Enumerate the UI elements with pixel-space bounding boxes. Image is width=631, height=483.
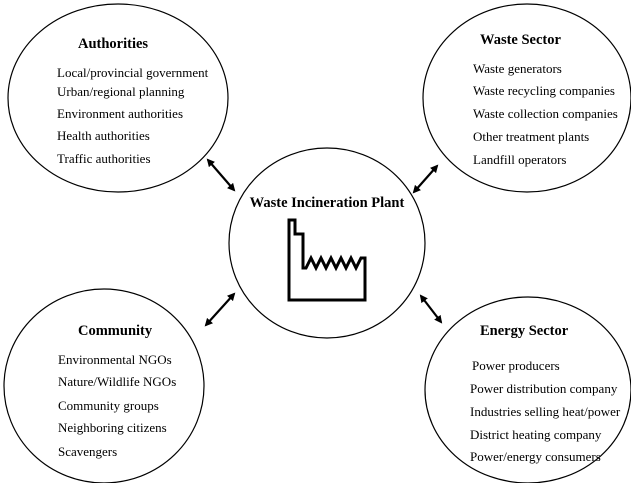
community-title: Community — [78, 323, 153, 339]
arrow-waste-center — [412, 164, 439, 194]
energy-sector-node: Energy Sector Power producers Power dist… — [424, 296, 631, 483]
energy-sector-item: Power producers — [472, 358, 560, 373]
community-item: Environmental NGOs — [58, 352, 172, 367]
authorities-node: Authorities Local/provincial government … — [7, 3, 229, 193]
waste-sector-item: Waste generators — [473, 61, 562, 76]
energy-sector-title: Energy Sector — [480, 323, 569, 339]
community-item: Nature/Wildlife NGOs — [58, 374, 176, 389]
authorities-item: Environment authorities — [57, 106, 183, 121]
center-node: Waste Incineration Plant — [228, 147, 426, 339]
waste-sector-node: Waste Sector Waste generators Waste recy… — [422, 3, 631, 193]
energy-sector-item: Industries selling heat/power — [470, 404, 621, 419]
waste-sector-oval — [422, 3, 631, 193]
center-oval — [228, 147, 426, 339]
authorities-item: Urban/regional planning — [57, 84, 185, 99]
community-item: Scavengers — [58, 444, 117, 459]
community-item: Community groups — [58, 398, 159, 413]
community-item: Neighboring citizens — [58, 420, 167, 435]
energy-sector-item: District heating company — [470, 427, 602, 442]
factory-icon — [287, 218, 367, 302]
arrow-energy-center — [419, 294, 443, 324]
authorities-oval — [7, 3, 229, 193]
arrow-authorities-center — [206, 158, 236, 192]
waste-sector-item: Waste recycling companies — [473, 83, 615, 98]
energy-sector-oval — [424, 296, 631, 483]
authorities-item: Traffic authorities — [57, 151, 151, 166]
center-title: Waste Incineration Plant — [250, 195, 405, 211]
waste-sector-title: Waste Sector — [480, 32, 561, 48]
energy-sector-item: Power/energy consumers — [470, 449, 601, 464]
waste-sector-item: Waste collection companies — [473, 106, 618, 121]
community-oval — [3, 288, 205, 483]
community-node: Community Environmental NGOs Nature/Wild… — [3, 288, 205, 483]
energy-sector-item: Power distribution company — [470, 381, 618, 396]
waste-sector-item: Other treatment plants — [473, 129, 589, 144]
waste-sector-item: Landfill operators — [473, 152, 567, 167]
authorities-item: Local/provincial government — [57, 65, 209, 80]
authorities-item: Health authorities — [57, 128, 150, 143]
arrow-community-center — [204, 292, 236, 327]
authorities-title: Authorities — [78, 36, 148, 52]
